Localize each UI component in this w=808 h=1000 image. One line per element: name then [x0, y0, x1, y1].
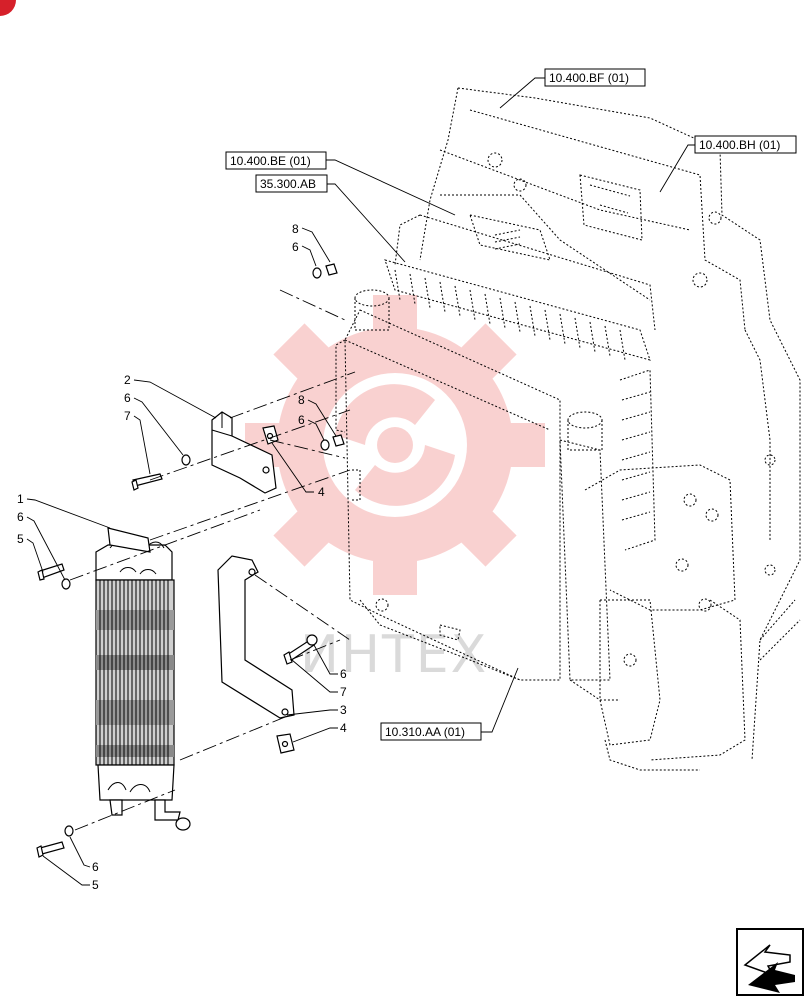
- callout-1: 1: [17, 492, 111, 529]
- callout-6-middle: 6: [298, 413, 325, 441]
- callout-4-lower: 4: [292, 721, 347, 743]
- bracket-part-2: [211, 411, 277, 494]
- svg-text:10.400.BH (01): 10.400.BH (01): [699, 138, 780, 152]
- oil-cooler-part-1: [95, 527, 191, 831]
- clip-nut-part-4-upper: [262, 425, 279, 445]
- ref-10400bh-box: 10.400.BH (01): [659, 135, 797, 193]
- rear-frame-assembly: [419, 87, 801, 771]
- svg-text:8: 8: [298, 393, 305, 407]
- callout-6-upper: 6: [292, 240, 317, 267]
- svg-text:10.400.BE (01): 10.400.BE (01): [230, 154, 311, 168]
- callout-7-upper: 7: [124, 409, 151, 475]
- callout-4-upper: 4: [271, 442, 325, 499]
- svg-text:4: 4: [340, 721, 347, 735]
- svg-text:3: 3: [340, 703, 347, 717]
- svg-text:8: 8: [292, 222, 299, 236]
- callout-5-bottom: 5: [42, 855, 99, 892]
- svg-text:6: 6: [124, 391, 131, 405]
- callout-8-upper: 8: [292, 222, 331, 263]
- svg-text:10.310.AA (01): 10.310.AA (01): [385, 725, 465, 739]
- washer-part-6-d: [64, 825, 74, 837]
- clip-nut-part-4-lower: [276, 733, 295, 754]
- callout-6-mid-left: 6: [124, 391, 184, 456]
- ref-10310aa-box: 10.310.AA (01): [380, 667, 519, 741]
- callout-3: 3: [286, 703, 347, 717]
- svg-text:1: 1: [17, 492, 24, 506]
- watermark-text: ИНТЕХ: [300, 625, 488, 685]
- bolt-part-5-lower: [36, 841, 65, 858]
- callout-2: 2: [124, 373, 217, 419]
- callout-6-left-upper: 6: [17, 510, 66, 581]
- callout-6-bottom: 6: [69, 836, 99, 874]
- bolt-part-7-upper: [131, 473, 163, 491]
- svg-text:6: 6: [292, 240, 299, 254]
- bracket-part-3: [217, 555, 295, 719]
- exploded-view-arrow-icon[interactable]: [736, 928, 804, 996]
- svg-text:4: 4: [318, 485, 325, 499]
- callout-7-lower: 7: [291, 659, 347, 699]
- svg-text:7: 7: [340, 685, 347, 699]
- nut-washer-part-8-6-middle: [320, 434, 345, 451]
- svg-text:7: 7: [124, 409, 131, 423]
- radiator-core-assembly: [335, 194, 736, 746]
- svg-text:10.400.BF (01): 10.400.BF (01): [549, 71, 629, 85]
- callout-5-upper: 5: [17, 532, 44, 573]
- nut-washer-part-8-6-upper: [312, 263, 338, 279]
- svg-text:6: 6: [340, 667, 347, 681]
- callout-8-middle: 8: [298, 393, 337, 437]
- corner-badge: [0, 0, 16, 16]
- washer-part-6-a: [181, 454, 191, 466]
- washer-part-6-b: [61, 578, 71, 590]
- svg-text:2: 2: [124, 373, 131, 387]
- svg-text:6: 6: [17, 510, 24, 524]
- ref-10400bf-box: 10.400.BF (01): [499, 68, 646, 109]
- washer-part-6-c: [306, 634, 318, 646]
- ref-10400be-box: 10.400.BE (01): [225, 151, 456, 216]
- ref-35300ab-box: 35.300.AB: [255, 174, 406, 263]
- cooler-fin-pattern: [96, 580, 174, 765]
- bolt-part-5-upper: [37, 563, 65, 581]
- callout-6-right-lower: 6: [313, 644, 347, 681]
- svg-text:6: 6: [92, 860, 99, 874]
- svg-text:5: 5: [92, 878, 99, 892]
- svg-text:5: 5: [17, 532, 24, 546]
- assembly-lines: [69, 289, 356, 831]
- svg-text:35.300.AB: 35.300.AB: [260, 177, 316, 191]
- svg-text:6: 6: [298, 413, 305, 427]
- watermark-logo: [245, 295, 545, 595]
